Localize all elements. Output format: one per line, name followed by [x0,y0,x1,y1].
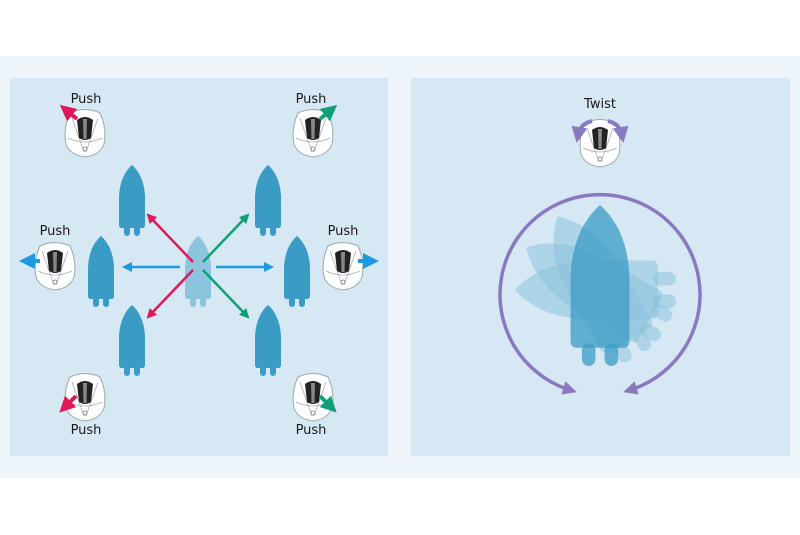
push-label: Push [40,224,71,239]
push-label: Push [296,92,327,107]
push-label: Push [296,423,327,438]
joystick-icon [292,109,334,158]
twist-arrow-icon [607,119,629,143]
arrow-forward-left [146,213,194,263]
joystick-icon [579,119,621,168]
push-label: Push [71,423,102,438]
arrow-back-left [146,269,194,319]
arrow-back-right [202,269,250,319]
joystick-icon [64,373,106,422]
push-arrow-icon [318,394,337,413]
arrow-forward-right [202,213,250,263]
rotation-arrow-icon [498,192,702,395]
twist-arrow-icon [571,119,593,143]
push-label: Push [71,92,102,107]
push-arrow-icon [59,104,79,122]
push-arrow-icon [59,394,78,413]
push-arrow-icon [318,104,338,122]
joystick-icon [292,373,334,422]
twist-label: Twist [583,97,616,112]
joystick-icon [34,242,76,291]
joystick-icon [322,242,364,291]
push-label: Push [328,224,359,239]
